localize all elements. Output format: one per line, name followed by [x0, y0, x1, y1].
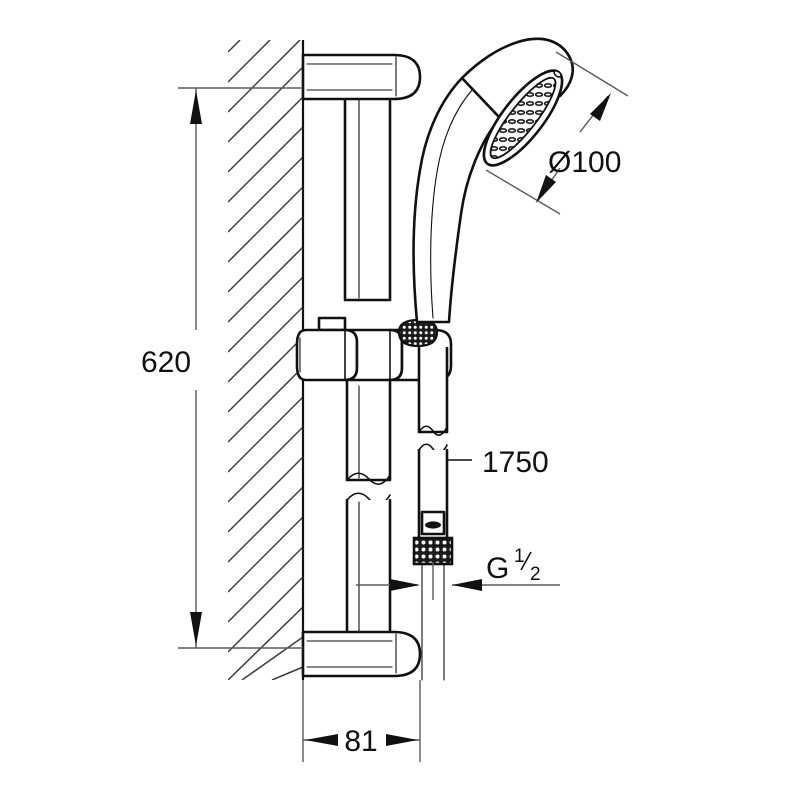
arrow-lower-d100	[536, 175, 556, 203]
hose-length-label: 1750	[482, 446, 549, 479]
hose-coupling-nut-knurled	[412, 536, 454, 566]
arrow-right-81	[305, 734, 338, 746]
wall-offset-label: 81	[344, 725, 377, 758]
rail-height-dimension: 620	[141, 87, 303, 649]
rail-height-label: 620	[141, 346, 191, 379]
wall-offset-dimension: 81	[302, 680, 421, 762]
arrow-right-g12	[390, 579, 420, 591]
arrow-left-81	[386, 734, 418, 746]
lower-wall-bracket	[301, 630, 422, 678]
thread-size-label-numerator: 1	[514, 546, 525, 567]
spray-face-nozzle-plate	[482, 69, 564, 167]
thread-size-label-main: G	[486, 552, 509, 585]
arrow-up-620	[190, 90, 202, 124]
hose-length-dimension: 1750	[447, 446, 549, 479]
arrow-down-620	[190, 612, 202, 646]
shower-hose	[417, 346, 449, 681]
shower-head-diameter-dimension: Ø100	[485, 51, 629, 215]
head-diameter-label: Ø100	[548, 146, 621, 179]
arrow-left-g12	[452, 579, 482, 591]
thread-size-dimension: G 1 2	[356, 546, 560, 600]
hand-shower-handle	[412, 76, 502, 324]
hose-upper-knurled-collar	[397, 318, 439, 348]
thread-size-label-denominator: 2	[530, 564, 541, 585]
wall-hatching	[228, 40, 303, 680]
upper-wall-bracket	[301, 53, 422, 101]
arrow-upper-d100	[590, 93, 611, 121]
wall-section-hatched	[228, 40, 305, 680]
